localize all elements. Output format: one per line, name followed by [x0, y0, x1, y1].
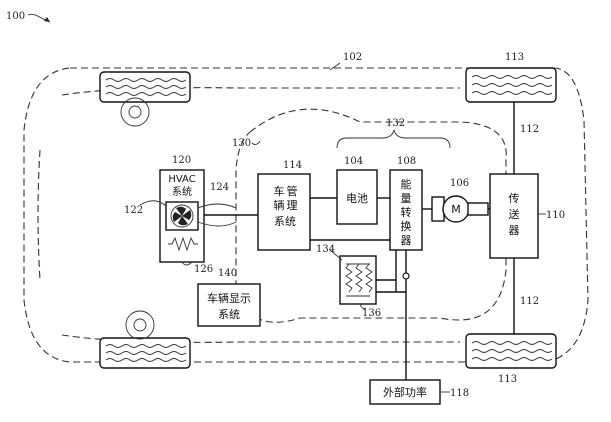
axle-top-ref-label: 112 — [520, 124, 539, 135]
converter-ref-label: 108 — [397, 156, 416, 167]
airflow-ref-label: 124 — [210, 182, 229, 193]
motor-ref-label: 106 — [450, 178, 469, 189]
heater-leader-line — [181, 261, 193, 266]
junction-node — [402, 272, 410, 280]
vehicle-management-system-block: 车 辆 管 理 系统 — [257, 173, 311, 251]
axle-bottom-ref-label: 112 — [520, 296, 539, 307]
airflow-in-line — [139, 200, 167, 207]
heater-assembly-leader — [329, 249, 343, 261]
airflow-out-line-2 — [197, 221, 237, 227]
converter-label: 能 量 转 换 器 — [401, 177, 412, 247]
wheel-hub-front — [120, 97, 150, 127]
fan-icon — [170, 204, 194, 228]
zone-ref-label: 130 — [232, 138, 251, 149]
external-power-block: 外部功率 — [369, 379, 441, 405]
tire-rear-right — [465, 333, 557, 369]
svg-text:器: 器 — [509, 224, 520, 237]
display-label-line1: 车辆显示 — [207, 291, 251, 305]
vehicle-ref-label: 102 — [343, 52, 362, 63]
tire-top-ref-label: 113 — [505, 52, 524, 63]
figure-number-label: 100 — [6, 11, 25, 22]
external-power-ref-label: 118 — [450, 388, 469, 399]
svg-text:传: 传 — [509, 192, 520, 205]
group-bracket — [336, 129, 451, 149]
svg-text:车: 车 — [274, 184, 285, 198]
svg-text:系统: 系统 — [274, 215, 296, 228]
svg-text:换: 换 — [401, 219, 412, 233]
fan-ref-label: 122 — [124, 205, 143, 216]
zone-leader-line — [251, 140, 261, 146]
transmission-block: 传 送 器 — [489, 173, 539, 259]
hvac-label-line2: 系统 — [172, 185, 192, 198]
hvac-system-block: HVAC 系统 — [159, 169, 205, 263]
tire-rear-left — [99, 337, 191, 369]
motor-block: M — [431, 195, 489, 223]
motor-label: M — [451, 203, 461, 216]
group-ref-label: 132 — [386, 118, 405, 129]
transmission-ref-label: 110 — [546, 210, 565, 221]
heater-resistor-icon — [168, 236, 198, 252]
tire-front-right — [465, 67, 557, 103]
tire-bottom-ref-label: 113 — [498, 374, 517, 385]
heater-coil-ref-label: 136 — [362, 308, 381, 319]
vms-label: 车 辆 管 理 系统 — [274, 184, 298, 228]
vehicle-outline — [23, 67, 589, 363]
display-ref-label: 140 — [218, 268, 237, 279]
svg-text:理: 理 — [287, 199, 298, 212]
vehicle-leader-line — [329, 62, 341, 71]
figure-leader-arrowhead — [44, 17, 50, 22]
hvac-label-line1: HVAC — [168, 174, 195, 185]
heater-assembly-block — [339, 255, 377, 305]
heater-ref-label: 126 — [194, 264, 213, 275]
zone-outline — [235, 108, 507, 323]
external-power-label: 外部功率 — [383, 385, 427, 399]
wheel-hub-rear — [125, 310, 155, 340]
tire-front-left — [99, 71, 191, 103]
airflow-out-line — [197, 203, 237, 209]
svg-text:转: 转 — [401, 205, 412, 219]
hvac-ref-label: 120 — [172, 155, 191, 166]
vms-ref-label: 114 — [283, 160, 302, 171]
battery-label: 电池 — [346, 192, 368, 205]
svg-text:量: 量 — [401, 192, 412, 205]
transmission-label: 传 送 器 — [509, 192, 520, 237]
heater-assembly-ref-label: 134 — [316, 244, 335, 255]
svg-text:送: 送 — [509, 207, 520, 221]
energy-converter-block: 能 量 转 换 器 — [389, 169, 423, 251]
body-line-left — [37, 149, 41, 281]
vehicle-display-block: 车辆显示 系统 — [197, 283, 261, 327]
svg-text:管: 管 — [287, 184, 298, 198]
display-label-line2: 系统 — [218, 308, 240, 321]
battery-ref-label: 104 — [344, 156, 363, 167]
svg-text:能: 能 — [401, 177, 412, 191]
heater-coil-leader — [359, 303, 367, 309]
svg-text:辆: 辆 — [274, 198, 285, 212]
battery-block: 电池 — [336, 169, 378, 225]
svg-text:器: 器 — [401, 234, 412, 247]
